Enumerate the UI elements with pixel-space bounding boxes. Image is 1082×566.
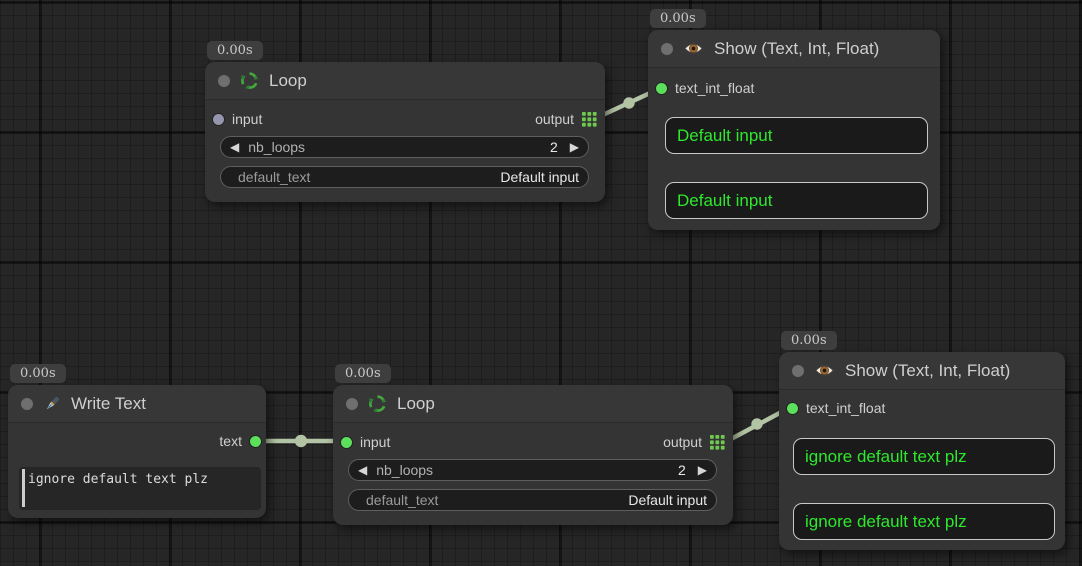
link-midpoint-dot xyxy=(294,434,308,448)
node-titlebar[interactable]: Show (Text, Int, Float) xyxy=(779,352,1065,390)
node-loop-bottom[interactable]: 0.00s Loop xyxy=(333,364,733,525)
grid-output-socket[interactable] xyxy=(582,111,597,127)
displayed-value: Default input xyxy=(677,125,773,145)
execution-time-badge: 0.00s xyxy=(10,364,66,383)
node-title: Show (Text, Int, Float) xyxy=(714,38,880,58)
widget-value: Default input xyxy=(628,492,707,508)
default-text-widget[interactable]: default_text Default input xyxy=(348,489,717,511)
displayed-value: ignore default text plz xyxy=(805,511,967,531)
input-socket[interactable] xyxy=(341,436,352,448)
fountain-pen-icon xyxy=(43,395,61,413)
output-slot-label: output xyxy=(663,434,702,450)
slot-row: input output xyxy=(333,431,733,453)
text-display-box[interactable]: Default input xyxy=(665,182,928,219)
input-slot-label: input xyxy=(232,111,263,127)
node-titlebar[interactable]: Loop xyxy=(205,62,605,100)
input-slot-label: input xyxy=(360,434,391,450)
node-titlebar[interactable]: Loop xyxy=(333,385,733,423)
node-loop-top[interactable]: 0.00s Loop xyxy=(205,41,605,202)
widget-label: nb_loops xyxy=(248,139,306,155)
input-socket[interactable] xyxy=(787,402,798,414)
eye-icon xyxy=(814,363,835,378)
default-text-widget[interactable]: default_text Default input xyxy=(220,166,589,188)
displayed-value: ignore default text plz xyxy=(805,446,967,466)
decrement-arrow-icon[interactable]: ◀ xyxy=(358,463,368,477)
widget-label: nb_loops xyxy=(376,462,434,478)
displayed-value: Default input xyxy=(677,190,773,210)
node-titlebar[interactable]: Show (Text, Int, Float) xyxy=(648,30,940,68)
execution-time-badge: 0.00s xyxy=(335,364,391,383)
widget-value: Default input xyxy=(500,169,579,185)
input-slot-label: text_int_float xyxy=(675,80,755,96)
slot-row: text_int_float xyxy=(648,77,940,99)
text-display-box[interactable]: ignore default text plz xyxy=(793,503,1055,540)
recycle-icon xyxy=(240,71,259,90)
node-title: Loop xyxy=(269,70,307,90)
increment-arrow-icon[interactable]: ▶ xyxy=(697,463,707,477)
textarea-value: ignore default text plz xyxy=(28,472,209,487)
collapse-dot[interactable] xyxy=(346,397,358,410)
execution-time-badge: 0.00s xyxy=(781,331,837,350)
decrement-arrow-icon[interactable]: ◀ xyxy=(230,140,240,154)
recycle-icon xyxy=(368,394,387,413)
increment-arrow-icon[interactable]: ▶ xyxy=(569,140,579,154)
widget-label: default_text xyxy=(238,169,311,185)
nb-loops-widget[interactable]: ◀ nb_loops 2 ▶ xyxy=(348,459,717,481)
execution-time-badge: 0.00s xyxy=(650,9,706,28)
collapse-dot[interactable] xyxy=(21,397,33,410)
input-slot-label: text_int_float xyxy=(806,400,886,416)
node-title: Show (Text, Int, Float) xyxy=(845,360,1011,380)
execution-time-badge: 0.00s xyxy=(207,41,263,60)
node-titlebar[interactable]: Write Text xyxy=(8,385,266,423)
node-title: Loop xyxy=(397,393,435,413)
widget-value: 2 xyxy=(677,462,686,478)
widget-label: default_text xyxy=(366,492,439,508)
input-socket[interactable] xyxy=(213,113,224,125)
node-title: Write Text xyxy=(71,393,146,413)
input-socket[interactable] xyxy=(656,82,667,94)
collapse-dot[interactable] xyxy=(218,74,230,87)
output-socket[interactable] xyxy=(250,435,261,447)
link-midpoint-dot xyxy=(751,418,763,430)
eye-icon xyxy=(683,41,704,56)
output-slot-label: text xyxy=(219,433,242,449)
link-midpoint-dot xyxy=(623,97,635,109)
nb-loops-widget[interactable]: ◀ nb_loops 2 ▶ xyxy=(220,136,589,158)
text-display-box[interactable]: ignore default text plz xyxy=(793,438,1055,475)
collapse-dot[interactable] xyxy=(661,42,673,55)
node-write-text[interactable]: 0.00s Write Text text ignore d xyxy=(8,364,266,518)
output-slot-label: output xyxy=(535,111,574,127)
grid-output-socket[interactable] xyxy=(710,434,725,450)
node-show-top[interactable]: 0.00s Show (Text, Int, Float) text_int_f… xyxy=(648,9,940,230)
text-display-box[interactable]: Default input xyxy=(665,117,928,154)
collapse-dot[interactable] xyxy=(792,364,804,377)
text-cursor xyxy=(22,469,25,507)
text-input-area[interactable]: ignore default text plz xyxy=(19,467,261,510)
slot-row: text xyxy=(8,430,266,452)
slot-row: text_int_float xyxy=(779,397,1065,419)
widget-value: 2 xyxy=(549,139,558,155)
node-show-bottom[interactable]: 0.00s Show (Text, Int, Float) text_int_f… xyxy=(779,331,1065,550)
slot-row: input output xyxy=(205,108,605,130)
